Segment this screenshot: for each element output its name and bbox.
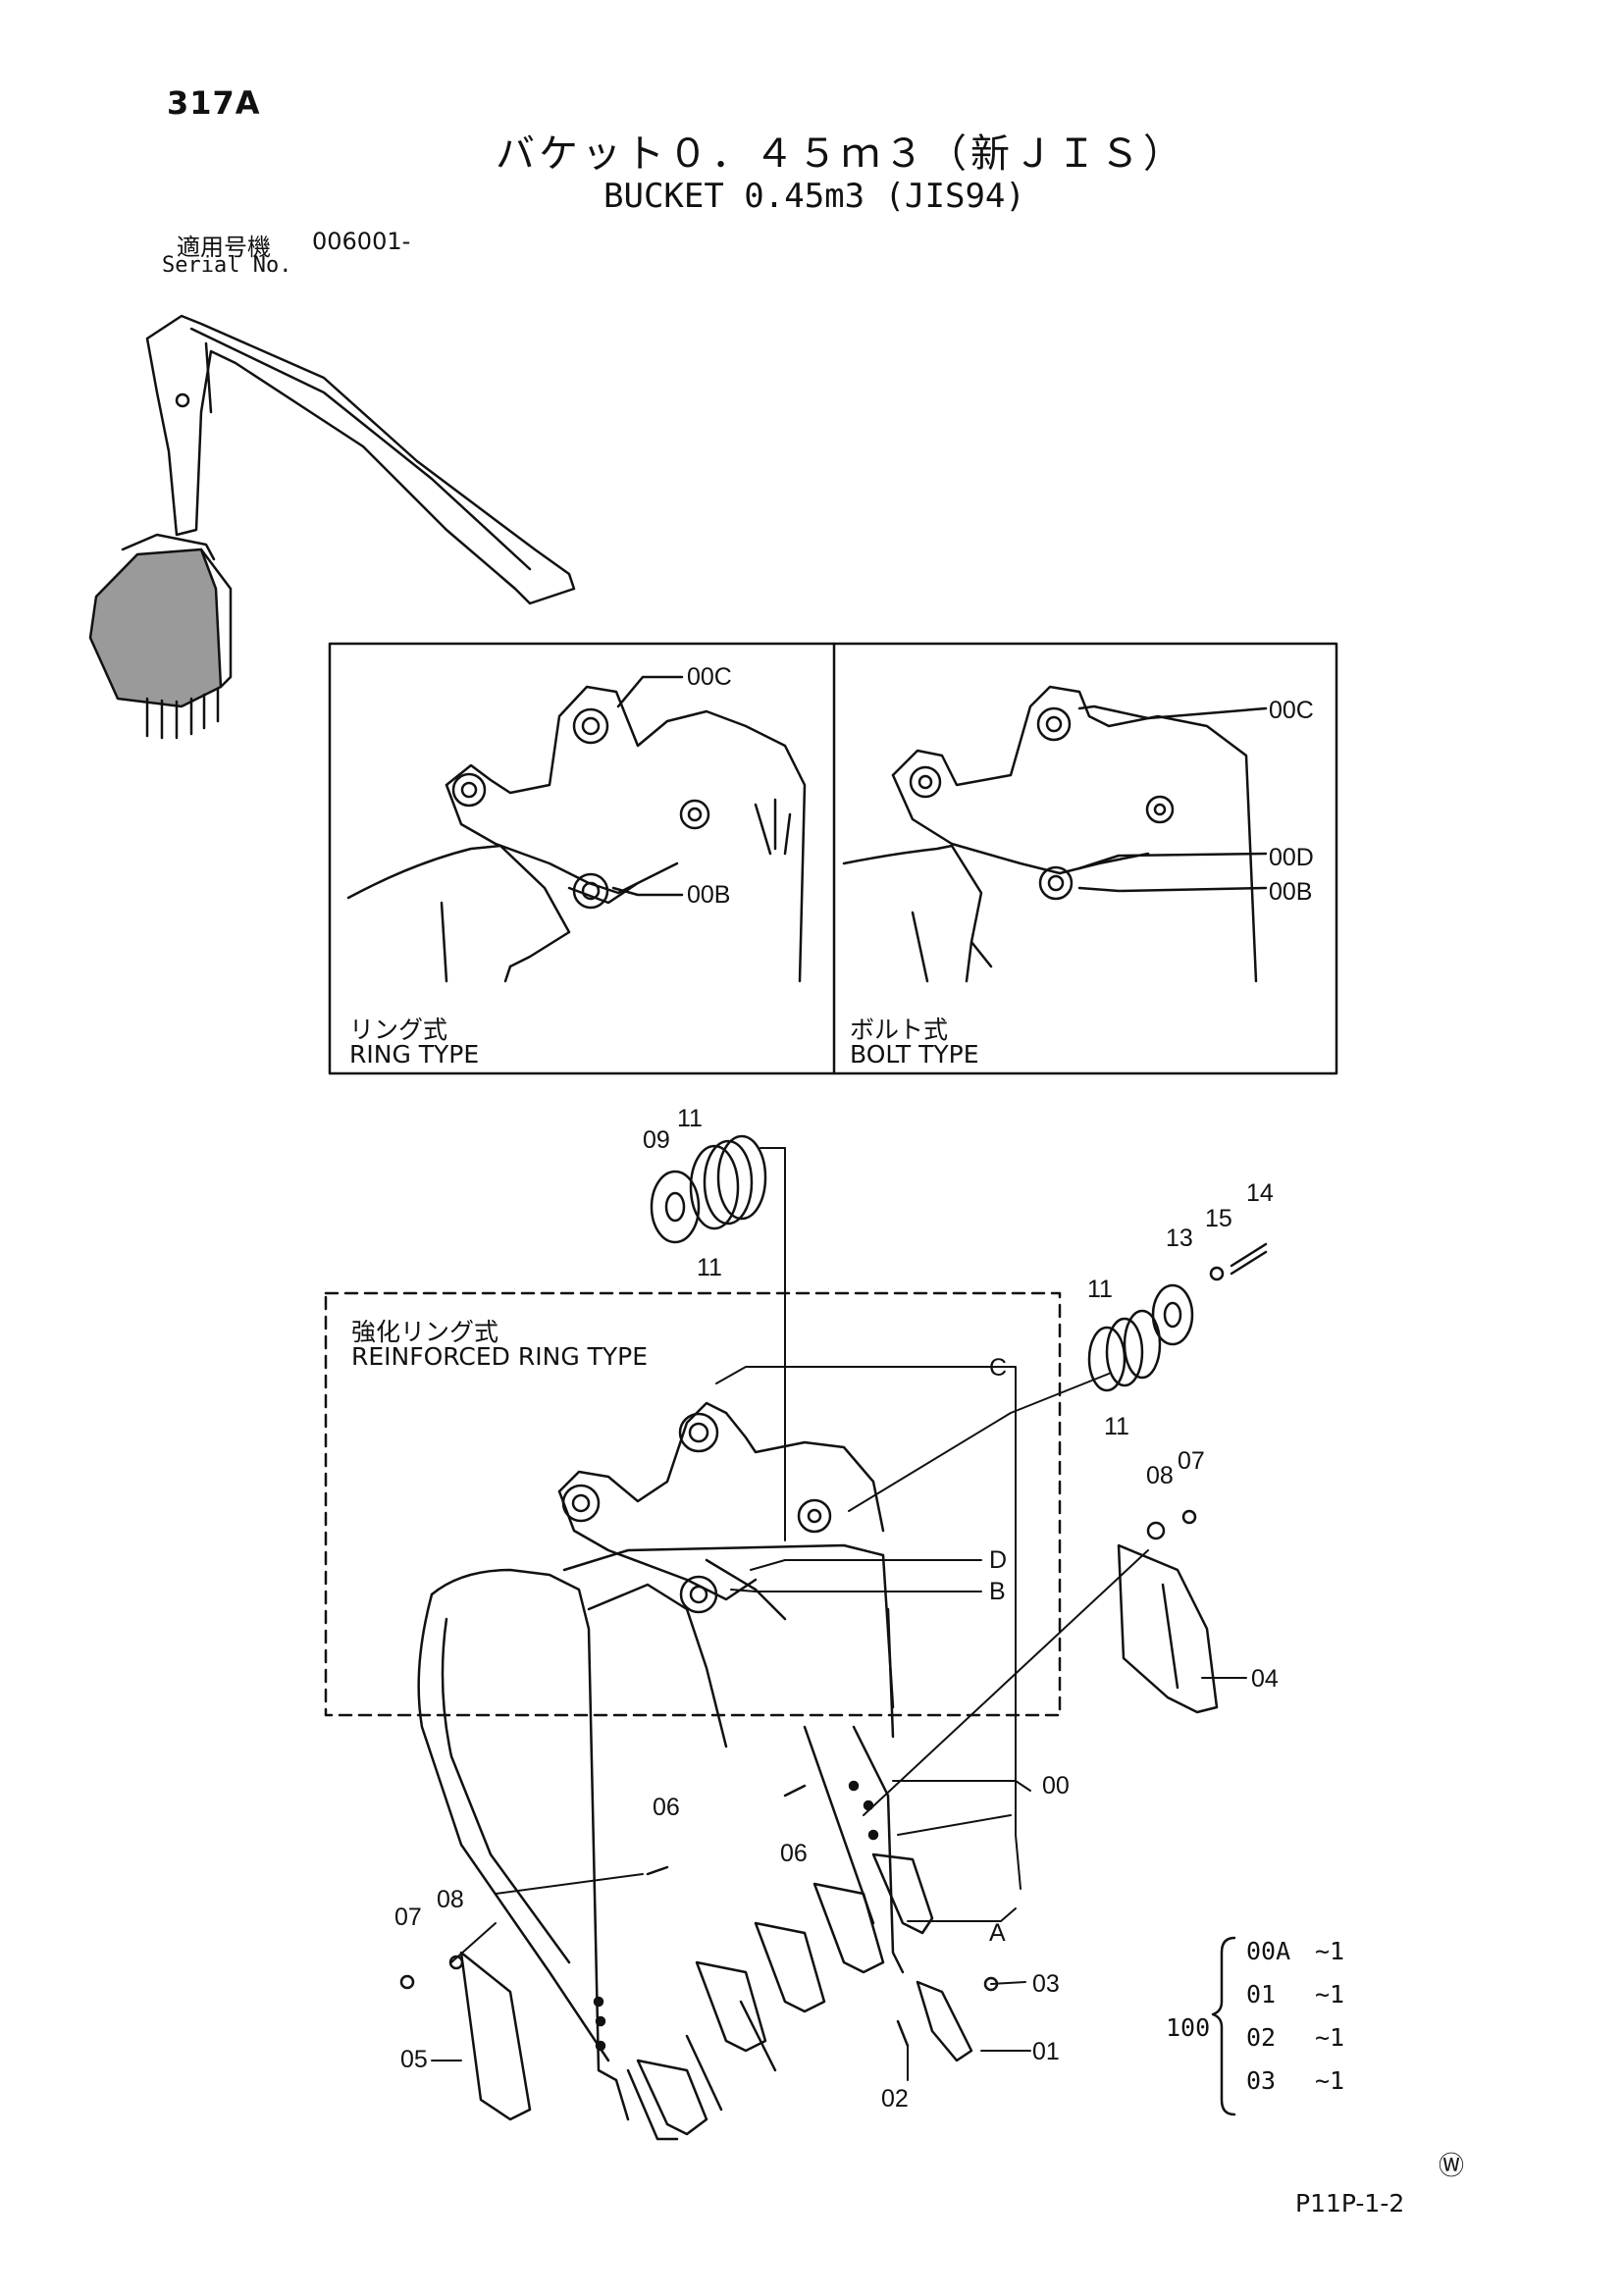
reinforced-ring-frame [324,1291,1062,1717]
kit-item-code: 03 [1246,2066,1277,2095]
reference-leader-lines [431,1147,1247,2081]
callout-11-top: 11 [677,1105,703,1132]
bolt-type-caption-jp: ボルト式 [850,1016,949,1044]
bolt-type-caption-en: BOLT TYPE [850,1040,979,1069]
callout-09: 09 [643,1126,670,1154]
callout-15: 15 [1205,1205,1232,1232]
serial-number-value: 006001- [312,228,411,255]
bolt-callout-00d: 00D [1269,844,1314,871]
kit-item-qty: ~1 [1315,2066,1345,2095]
kit-number: 100 [1166,2013,1211,2042]
kit-item-code: 01 [1246,1980,1277,2009]
callout-06-center: 06 [780,1840,808,1867]
callout-04: 04 [1251,1665,1279,1693]
ref-letter-d: D [989,1546,1008,1574]
callout-06-left: 06 [653,1794,680,1821]
kit-item-qty: ~1 [1315,1980,1345,2009]
callout-03: 03 [1032,1970,1060,1998]
callout-13: 13 [1166,1225,1193,1252]
callout-11-right-below: 11 [1104,1413,1129,1440]
ref-letter-c: C [989,1354,1008,1382]
ref-letter-b: B [989,1578,1006,1605]
bolt-type-bucket-drawing [842,685,1258,983]
excavator-arm-illustration [88,314,576,740]
callout-07-left: 07 [394,1904,422,1931]
callout-00: 00 [1042,1772,1070,1800]
title-japanese: バケット０．４５ｍ３（新ＪＩＳ） [496,131,1186,177]
kit-brace [1211,1936,1236,2116]
ring-type-caption-en: RING TYPE [349,1040,480,1069]
ring-callout-00b: 00B [687,881,731,909]
serial-label-english: Serial No. [162,253,292,278]
callout-11-right: 11 [1087,1276,1113,1303]
kit-item-qty: ~1 [1315,2023,1345,2052]
main-bucket-drawing [417,1401,934,2141]
bolt-callout-00b: 00B [1269,878,1313,906]
reinforced-caption-jp: 強化リング式 [351,1318,499,1346]
title-english: BUCKET 0.45m3 (JIS94) [603,177,1025,216]
callout-14: 14 [1246,1179,1274,1207]
kit-item-code: 02 [1246,2023,1277,2052]
document-reference: P11P-1-2 [1295,2189,1405,2218]
serial-label-japanese: 適用号機 [177,234,271,261]
kit-item-code: 00A [1246,1937,1291,1965]
bolt-callout-00c: 00C [1269,697,1314,724]
ref-letter-a: A [989,1919,1006,1947]
kit-item-qty: ~1 [1315,1937,1345,1965]
ring-type-bucket-drawing [346,685,807,983]
callout-07-right: 07 [1178,1447,1205,1475]
exploded-hardware [399,1134,1268,2121]
callout-11-below: 11 [697,1254,722,1281]
reinforced-caption-en: REINFORCED RING TYPE [351,1342,649,1371]
callout-01: 01 [1032,2038,1060,2065]
callout-02: 02 [881,2085,909,2113]
callout-05: 05 [400,2046,428,2073]
ring-callout-00c: 00C [687,663,732,691]
callout-08-right: 08 [1146,1462,1174,1489]
watermark-symbol: Ⓦ [1439,2152,1465,2181]
page-code: 317A [167,84,261,122]
callout-08-left: 08 [437,1886,464,1913]
ring-type-caption-jp: リング式 [349,1016,448,1044]
